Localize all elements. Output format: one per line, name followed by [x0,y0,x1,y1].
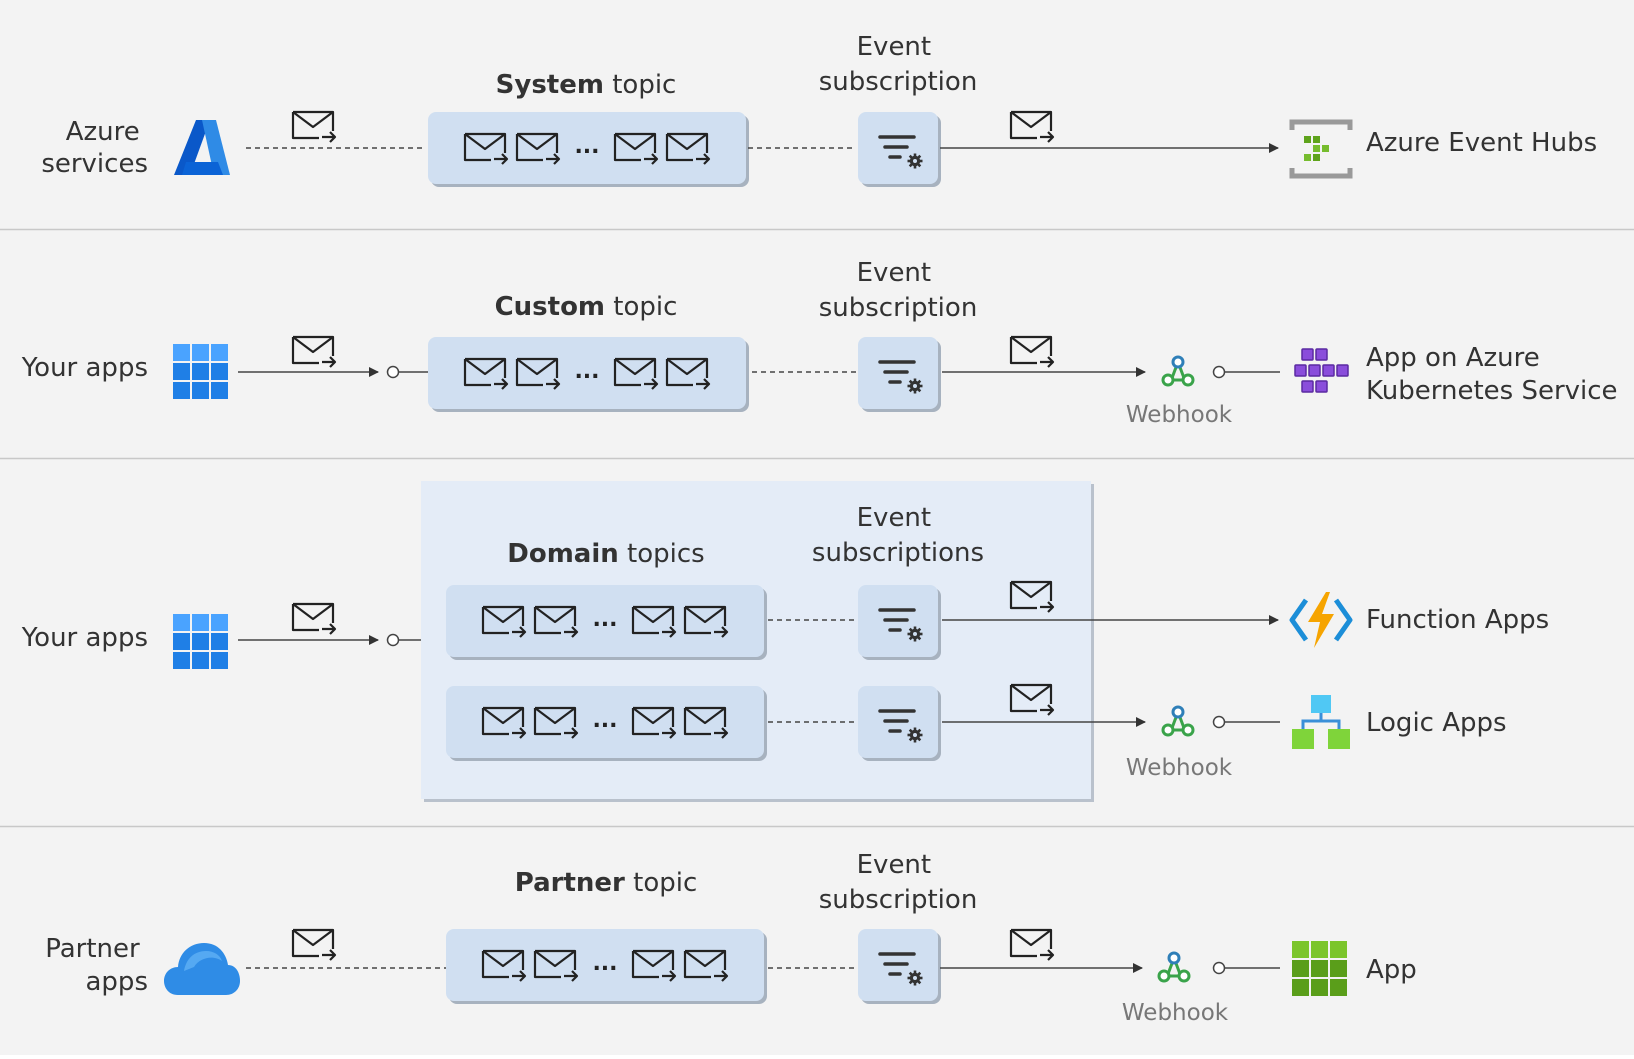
cloud-icon [164,943,240,995]
event-envelope-icon [631,605,677,638]
logic-apps-icon [1292,695,1350,749]
endpoint-connector [386,633,400,647]
event-envelope-icon [481,949,527,982]
webhook-label: Webhook [1126,755,1233,781]
source-label: Your apps [21,623,148,653]
source-label: Partner apps [45,934,148,997]
topic-title: Partner topic [515,868,698,898]
endpoint-connector [1212,365,1226,379]
app-grid-icon [173,344,228,399]
destination-label: Logic Apps [1366,708,1507,738]
event-envelope-icon [683,605,729,638]
app-icon [1292,941,1347,996]
event-envelope-icon [1009,683,1055,716]
webhook-icon [1161,705,1195,737]
event-envelope-icon [515,132,561,165]
event-envelope-icon [1009,335,1055,368]
row-band-custom [0,230,1634,458]
subscription-label: Event subscription [819,850,978,915]
event-envelope-icon [463,357,509,390]
topic-box: ... [446,929,767,1004]
event-envelope-icon [481,706,527,739]
event-envelope-icon [1009,928,1055,961]
event-subscription-filter-icon [858,337,941,412]
subscription-label: Event subscription [819,258,978,323]
destination-label: App [1366,955,1417,985]
topic-title: Custom topic [495,292,678,322]
event-envelope-icon [631,949,677,982]
event-envelope-icon [533,949,579,982]
event-hubs-icon [1289,119,1353,179]
event-envelope-icon [291,335,337,368]
event-envelope-icon [515,357,561,390]
topic-title: System topic [496,70,677,100]
event-envelope-icon [481,605,527,638]
event-envelope-icon [1009,580,1055,613]
event-envelope-icon [533,706,579,739]
function-apps-icon [1289,592,1353,648]
row-band-system [0,0,1634,229]
event-envelope-icon [1009,110,1055,143]
kubernetes-icon [1294,348,1349,393]
event-subscription-filter-icon [858,585,941,660]
event-envelope-icon [291,602,337,635]
source-label: Azure services [41,117,148,179]
destination-label: App on Azure Kubernetes Service [1366,343,1618,406]
event-subscription-filter-icon [858,112,941,187]
event-envelope-icon [665,357,711,390]
event-envelope-icon [665,132,711,165]
event-envelope-icon [683,706,729,739]
event-envelope-icon [291,928,337,961]
subscription-label: Event subscriptions [812,503,984,568]
destination-label: Function Apps [1366,605,1549,635]
topic-title: Domain topics [507,539,704,569]
app-grid-icon [173,614,228,669]
event-envelope-icon [291,110,337,143]
topic-ellipsis: ... [592,607,617,632]
topic-box: ... [428,112,749,187]
event-envelope-icon [463,132,509,165]
endpoint-connector [1212,715,1226,729]
webhook-label: Webhook [1122,1000,1229,1026]
webhook-icon [1157,951,1191,983]
destination-label: Azure Event Hubs [1366,128,1597,158]
topic-ellipsis: ... [574,359,599,384]
endpoint-connector [386,365,400,379]
subscription-label: Event subscription [819,32,978,97]
topic-ellipsis: ... [592,708,617,733]
webhook-icon [1161,355,1195,387]
topic-box: ... [446,686,767,761]
source-label: Your apps [21,353,148,383]
azure-logo-icon [174,120,230,175]
row-band-partner [0,827,1634,1055]
event-subscription-filter-icon [858,929,941,1004]
event-subscription-filter-icon [858,686,941,761]
event-envelope-icon [631,706,677,739]
webhook-label: Webhook [1126,402,1233,428]
event-envelope-icon [683,949,729,982]
topic-ellipsis: ... [592,951,617,976]
event-envelope-icon [533,605,579,638]
event-envelope-icon [613,132,659,165]
endpoint-connector [1212,961,1226,975]
topic-box: ... [446,585,767,660]
topic-ellipsis: ... [574,134,599,159]
event-envelope-icon [613,357,659,390]
topic-box: ... [428,337,749,412]
